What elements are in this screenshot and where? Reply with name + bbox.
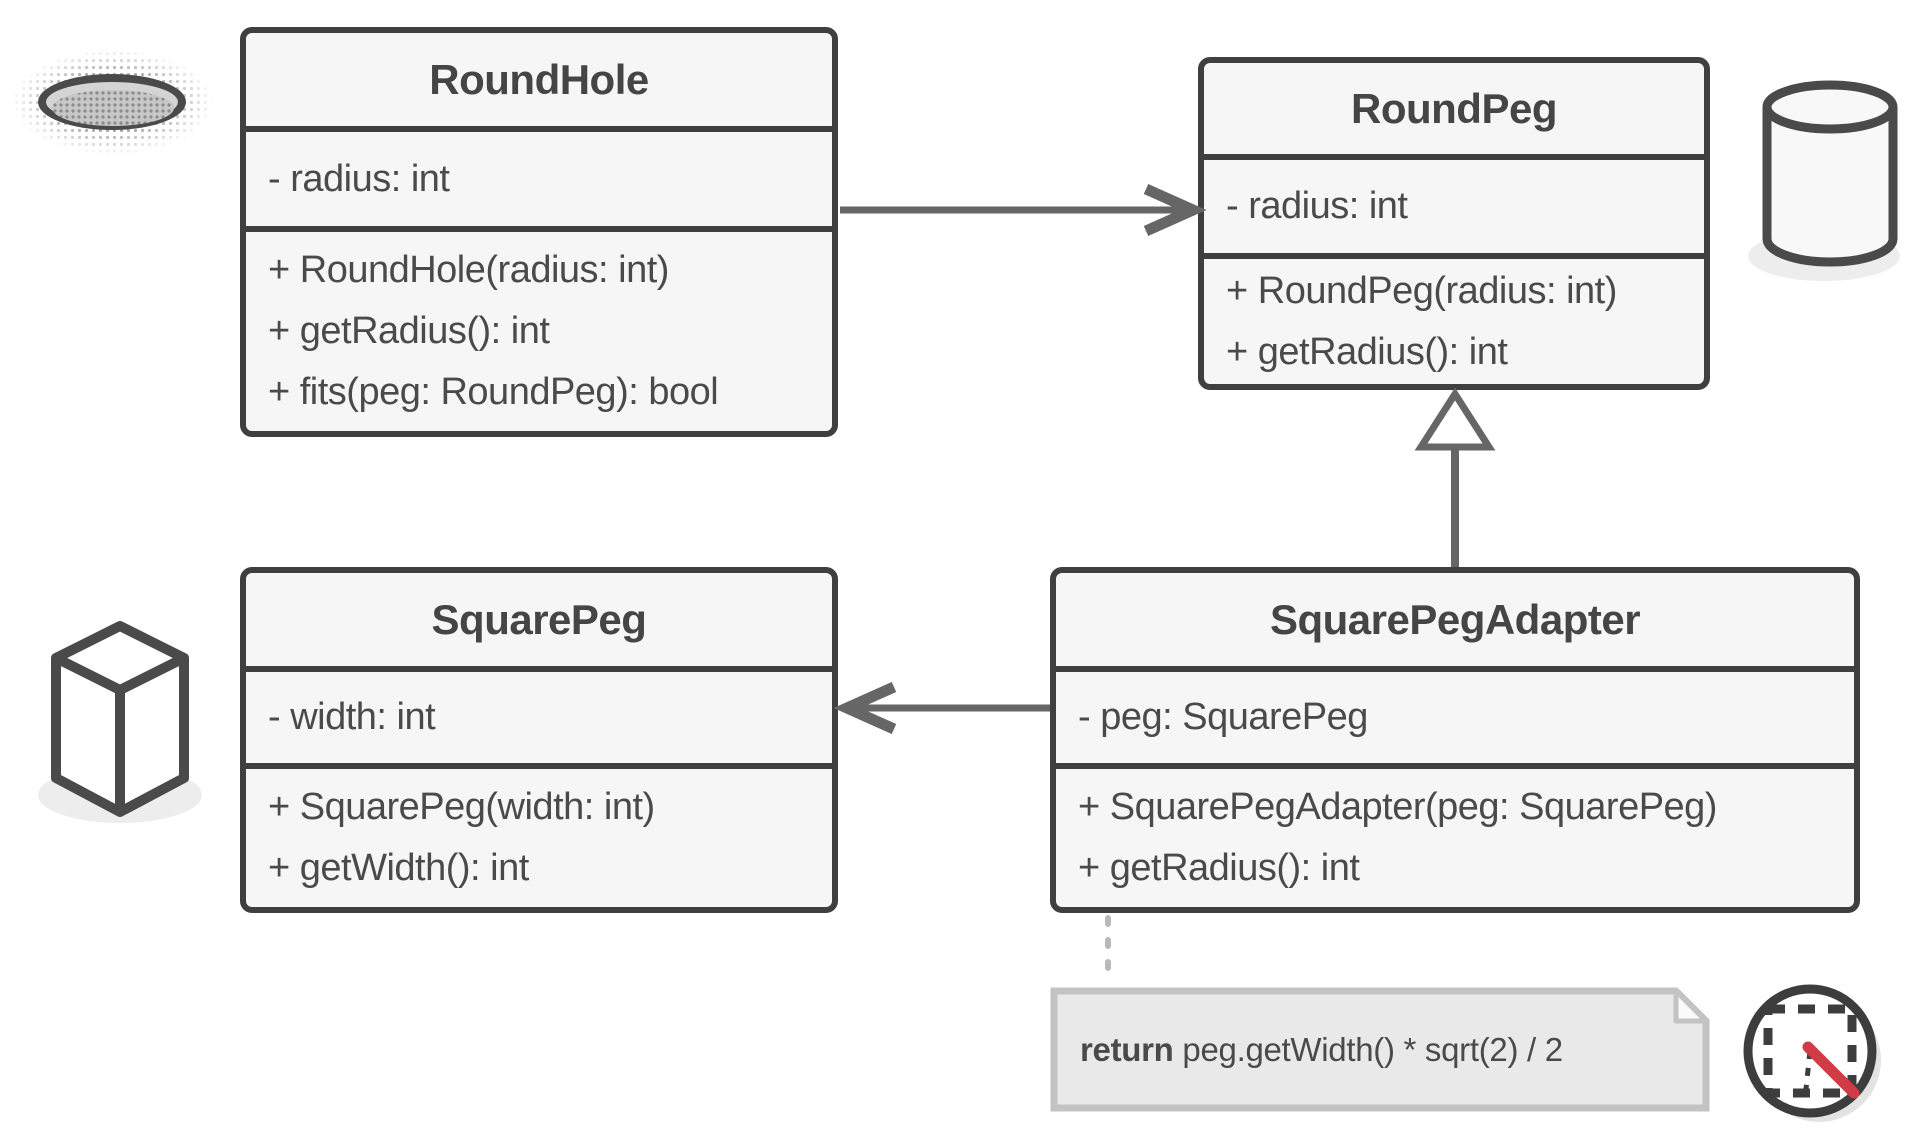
class-name: SquarePegAdapter <box>1269 595 1641 643</box>
method-line: + RoundHole(radius: int) <box>268 249 669 291</box>
note-code: peg.getWidth() * sqrt(2) / 2 <box>1173 1030 1563 1068</box>
class-squarepegadapter-methods: + SquarePegAdapter(peg: SquarePeg) + get… <box>1056 763 1854 907</box>
class-roundhole-title: RoundHole <box>246 33 832 126</box>
class-roundpeg-attributes: - radius: int <box>1204 154 1704 253</box>
adapter-concept-icon <box>1743 984 1881 1122</box>
class-roundpeg-title: RoundPeg <box>1204 63 1704 154</box>
class-roundhole-methods: + RoundHole(radius: int) + getRadius(): … <box>246 226 832 431</box>
method-line: + fits(peg: RoundPeg): bool <box>268 371 719 413</box>
method-line: + getRadius(): int <box>1226 330 1508 373</box>
round-hole-icon <box>0 40 230 165</box>
class-squarepeg-title: SquarePeg <box>246 573 832 666</box>
attribute-line: - radius: int <box>268 157 450 200</box>
class-roundpeg: RoundPeg - radius: int + RoundPeg(radius… <box>1198 57 1710 390</box>
inheritance-arrow-adapter-to-roundpeg <box>1414 387 1496 567</box>
note: return peg.getWidth() * sqrt(2) / 2 <box>1050 987 1710 1112</box>
class-squarepegadapter: SquarePegAdapter - peg: SquarePeg + Squa… <box>1050 567 1860 913</box>
method-line: + getWidth(): int <box>268 847 529 889</box>
class-name: SquarePeg <box>431 595 647 643</box>
note-keyword: return <box>1080 1030 1174 1068</box>
class-squarepeg: SquarePeg - width: int + SquarePeg(width… <box>240 567 838 913</box>
class-roundhole-attributes: - radius: int <box>246 126 832 226</box>
method-line: + SquarePeg(width: int) <box>268 786 655 828</box>
class-squarepeg-attributes: - width: int <box>246 666 832 763</box>
association-arrow-adapter-to-squarepeg <box>833 681 1050 735</box>
hole-inner-mesh <box>52 90 174 126</box>
note-shape <box>1050 987 1710 1112</box>
class-name: RoundHole <box>429 55 649 103</box>
square-peg-icon <box>38 621 202 823</box>
class-squarepeg-methods: + SquarePeg(width: int) + getWidth(): in… <box>246 763 832 907</box>
class-name: RoundPeg <box>1351 84 1557 132</box>
method-line: + getRadius(): int <box>268 310 550 352</box>
class-squarepegadapter-attributes: - peg: SquarePeg <box>1056 666 1854 763</box>
class-roundpeg-methods: + RoundPeg(radius: int) + getRadius(): i… <box>1204 253 1704 384</box>
class-squarepegadapter-title: SquarePegAdapter <box>1056 573 1854 666</box>
attribute-line: - width: int <box>268 696 436 738</box>
method-line: + SquarePegAdapter(peg: SquarePeg) <box>1078 786 1717 828</box>
attribute-line: - peg: SquarePeg <box>1078 696 1368 738</box>
note-text: return peg.getWidth() * sqrt(2) / 2 <box>1080 987 1674 1112</box>
round-peg-icon <box>1748 80 1900 281</box>
method-line: + RoundPeg(radius: int) <box>1226 269 1617 312</box>
class-roundhole: RoundHole - radius: int + RoundHole(radi… <box>240 27 838 437</box>
attribute-line: - radius: int <box>1226 185 1408 227</box>
association-arrow-roundhole-to-roundpeg <box>840 183 1207 237</box>
method-line: + getRadius(): int <box>1078 847 1360 889</box>
